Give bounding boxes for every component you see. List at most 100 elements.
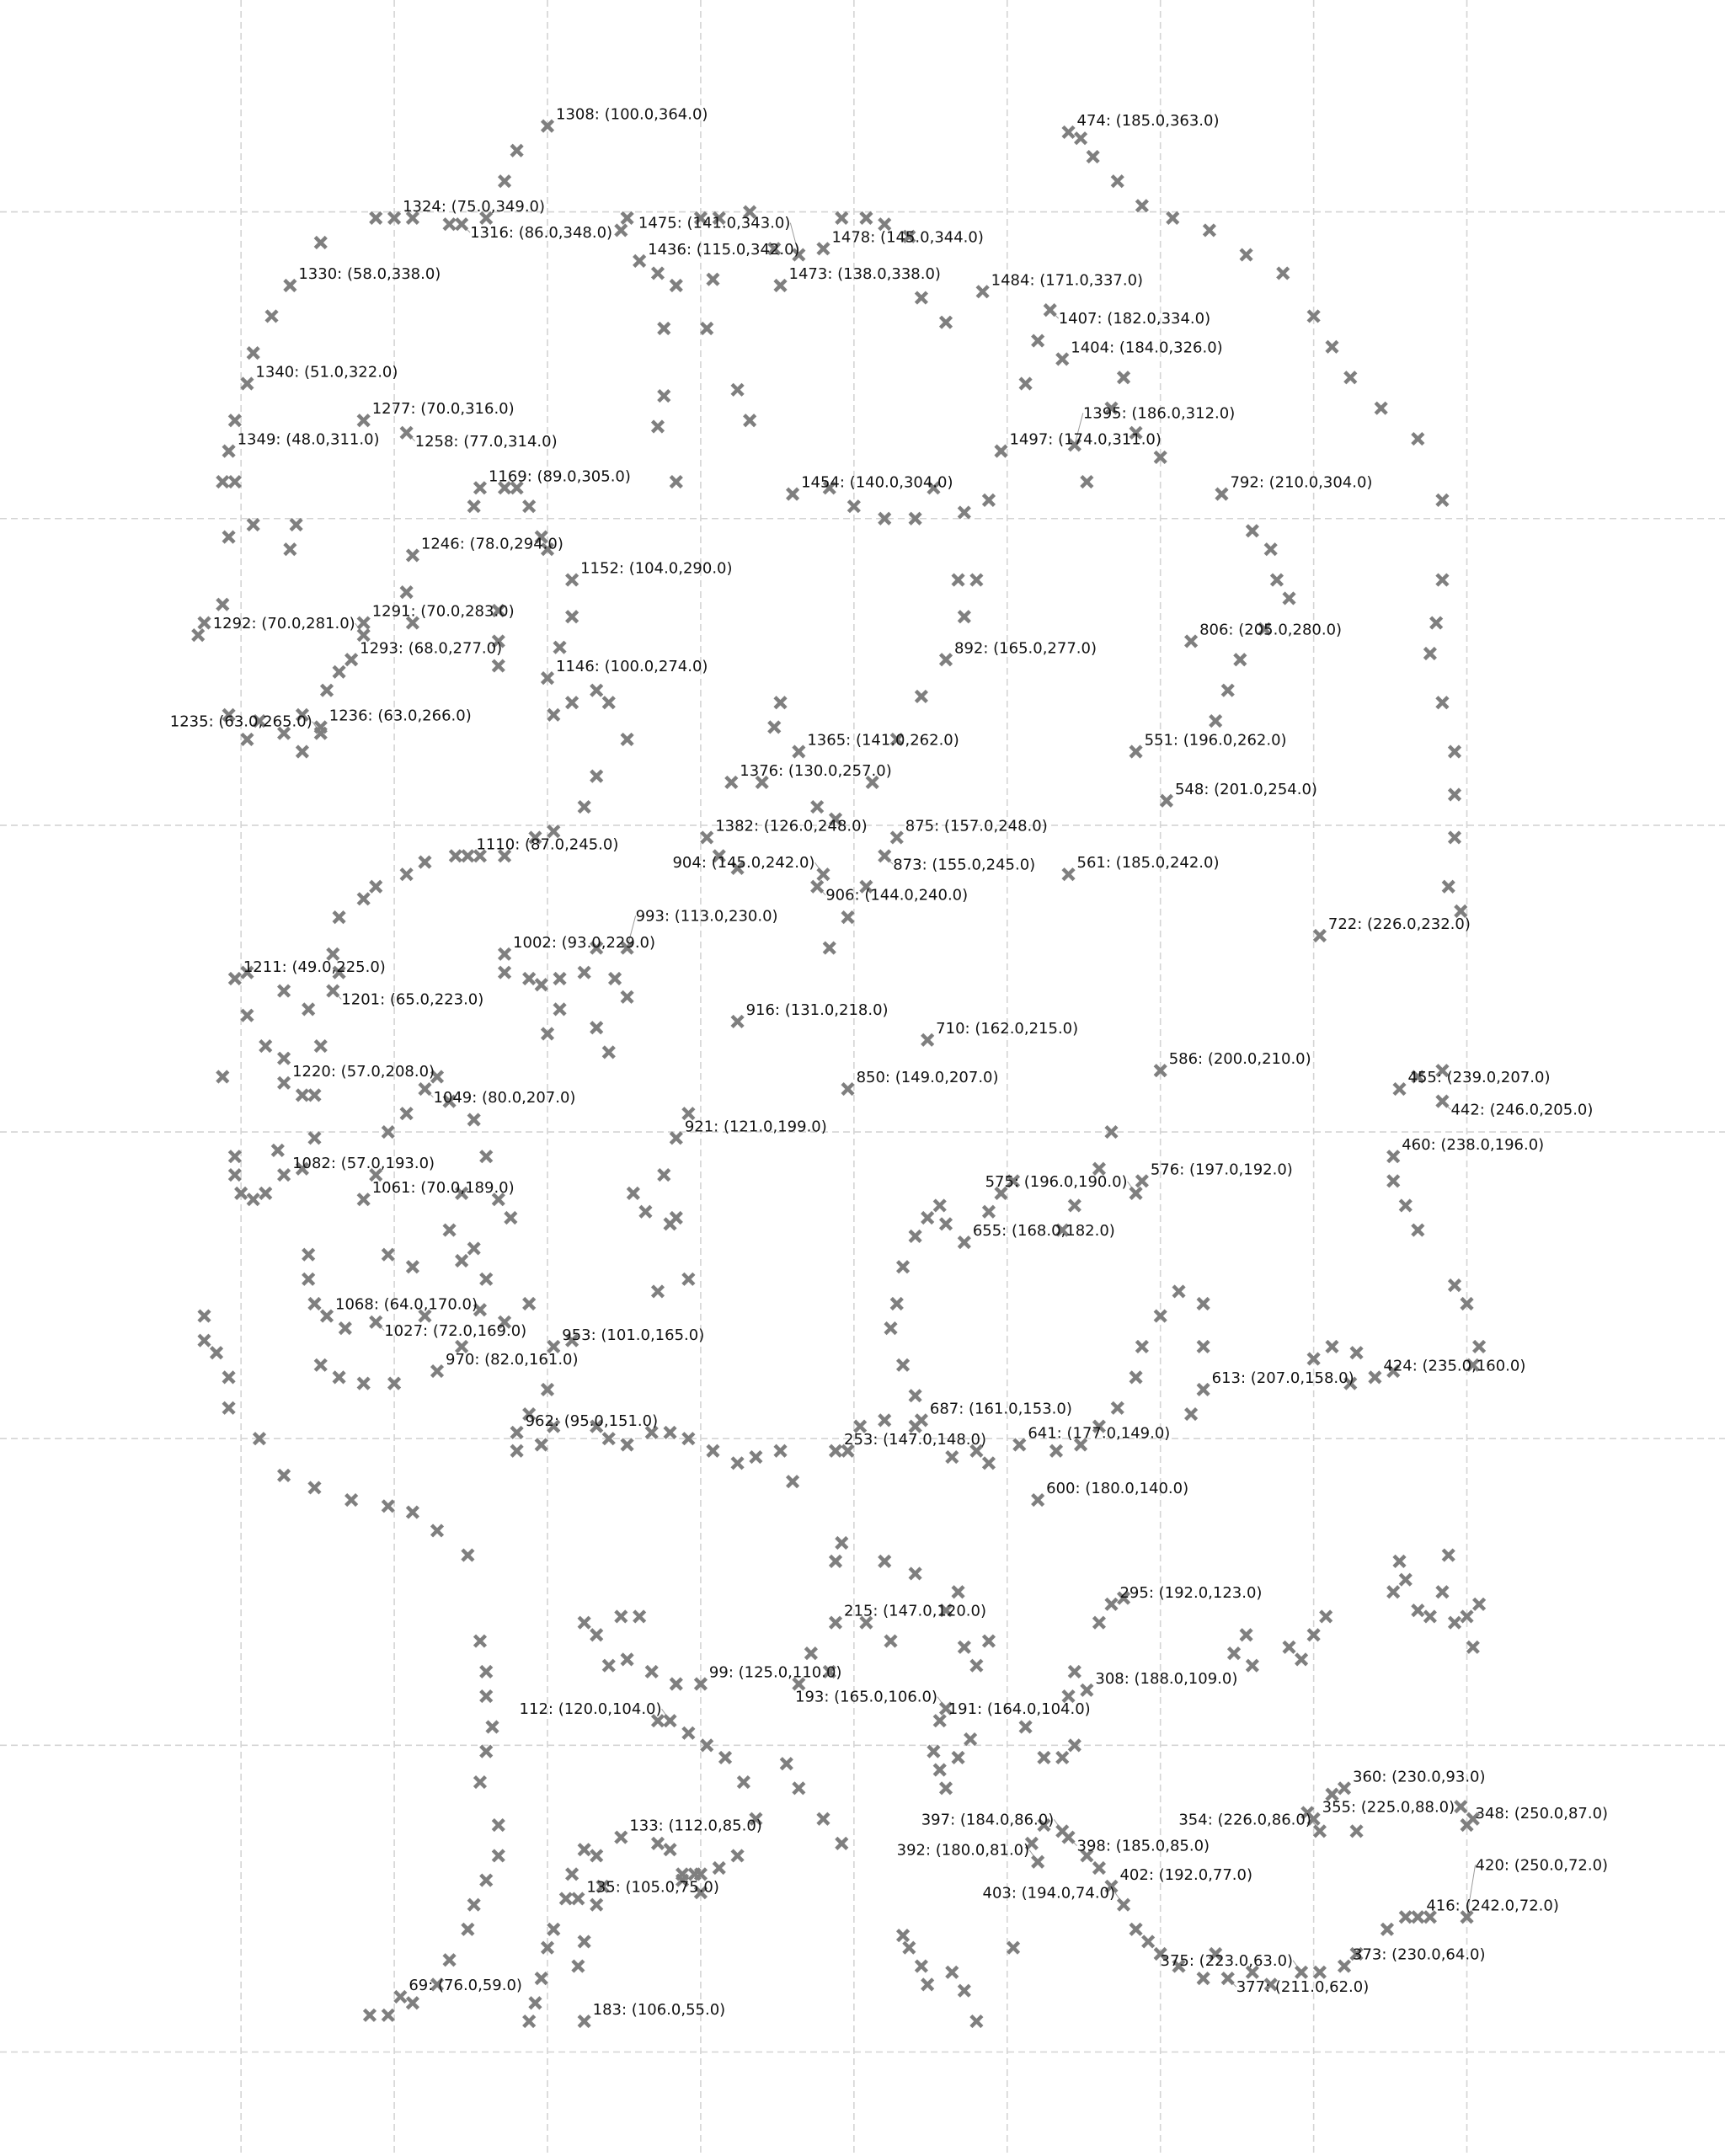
- data-point: [479, 1664, 494, 1679]
- labeled-data-point: [614, 1830, 628, 1844]
- data-point: [418, 855, 432, 869]
- labeled-data-point: [1153, 1064, 1167, 1078]
- data-point: [1135, 199, 1149, 213]
- data-point: [302, 1272, 316, 1286]
- point-label: 398: (185.0,85.0): [1077, 1838, 1210, 1855]
- point-label: 873: (155.0,245.0): [893, 856, 1035, 873]
- point-label: 687: (161.0,153.0): [930, 1400, 1072, 1417]
- data-point: [522, 2014, 537, 2029]
- data-point: [1092, 1615, 1107, 1630]
- data-point: [497, 965, 512, 979]
- labeled-data-point: [565, 573, 579, 587]
- point-label: 460: (238.0,196.0): [1402, 1136, 1544, 1154]
- point-label: 551: (196.0,262.0): [1145, 732, 1287, 750]
- data-point: [743, 205, 757, 219]
- point-label: 1376: (130.0,257.0): [740, 762, 891, 780]
- labeled-data-point: [1386, 1150, 1401, 1164]
- data-point: [957, 1640, 971, 1654]
- data-point: [712, 849, 726, 863]
- data-point: [1263, 1977, 1278, 1992]
- data-point: [491, 1849, 505, 1863]
- point-label: 586: (200.0,210.0): [1169, 1050, 1311, 1068]
- point-label: 215: (147.0,120.0): [844, 1603, 986, 1620]
- data-point: [276, 984, 291, 998]
- point-label: 355: (225.0,88.0): [1322, 1799, 1455, 1817]
- data-point: [1447, 787, 1462, 802]
- point-label: 575: (196.0,190.0): [985, 1173, 1128, 1191]
- point-label: 792: (210.0,304.0): [1230, 474, 1372, 492]
- data-point: [1006, 1940, 1021, 1955]
- data-point: [835, 211, 849, 225]
- data-point: [467, 499, 481, 514]
- data-point: [1349, 1346, 1364, 1360]
- data-point: [1018, 376, 1033, 391]
- data-point: [644, 1425, 659, 1440]
- data-point: [951, 1585, 965, 1599]
- data-point: [590, 683, 604, 697]
- data-point: [491, 603, 505, 618]
- labeled-data-point: [1312, 928, 1327, 943]
- labeled-data-point: [356, 628, 371, 643]
- data-point: [895, 1929, 911, 1943]
- data-point: [835, 1836, 849, 1850]
- data-point: [921, 1210, 935, 1225]
- data-point: [479, 1744, 494, 1758]
- data-point: [981, 1204, 996, 1219]
- point-label: 455: (239.0,207.0): [1408, 1069, 1551, 1086]
- data-point: [878, 1413, 892, 1428]
- data-point: [356, 892, 371, 906]
- labeled-data-point: [473, 481, 488, 495]
- data-point: [1074, 131, 1088, 146]
- point-label: 191: (164.0,104.0): [948, 1700, 1091, 1718]
- point-label: 1349: (48.0,311.0): [238, 431, 380, 449]
- labeled-data-point: [1159, 793, 1174, 808]
- data-point: [399, 867, 414, 882]
- label-leader-line: [789, 222, 799, 255]
- labeled-data-point: [994, 444, 1008, 458]
- data-point: [1294, 1652, 1309, 1667]
- data-point: [302, 1247, 316, 1262]
- point-label: 850: (149.0,207.0): [857, 1069, 999, 1086]
- labeled-data-point: [1135, 1174, 1149, 1188]
- data-point: [1423, 646, 1437, 661]
- data-point: [1202, 223, 1217, 237]
- labeled-data-point: [1116, 1897, 1131, 1912]
- data-point: [676, 1867, 690, 1881]
- data-point: [399, 585, 414, 600]
- data-point: [1398, 1910, 1413, 1924]
- data-point: [1067, 1198, 1081, 1213]
- labeled-data-point: [1294, 1965, 1309, 1979]
- data-point: [816, 1812, 830, 1826]
- data-point: [1398, 1572, 1413, 1587]
- data-point: [767, 242, 782, 256]
- data-point: [981, 1634, 996, 1648]
- labeled-data-point: [430, 1364, 445, 1379]
- data-point: [473, 849, 488, 863]
- data-point: [1472, 1339, 1487, 1354]
- data-point: [216, 1070, 230, 1084]
- point-label: 1340: (51.0,322.0): [255, 364, 398, 382]
- data-point: [1312, 1965, 1327, 1979]
- labeled-data-point: [393, 1989, 408, 2004]
- labeled-data-point: [810, 879, 825, 894]
- data-point: [657, 321, 671, 336]
- data-point: [540, 542, 555, 557]
- data-point: [969, 573, 984, 587]
- data-point: [1006, 1174, 1021, 1188]
- labeled-data-point: [663, 1714, 677, 1728]
- point-label: 548: (201.0,254.0): [1175, 781, 1317, 798]
- label-leader-line: [1466, 1865, 1477, 1918]
- data-point: [240, 965, 254, 979]
- data-point: [981, 493, 996, 507]
- point-label: 1404: (184.0,326.0): [1071, 339, 1222, 356]
- data-point: [773, 1444, 788, 1458]
- data-point: [951, 1750, 965, 1765]
- data-point: [633, 1609, 647, 1624]
- point-label: 348: (250.0,87.0): [1476, 1805, 1609, 1822]
- data-point: [595, 1879, 610, 1893]
- data-point: [601, 696, 616, 710]
- data-point: [755, 775, 769, 790]
- data-point: [981, 1456, 996, 1470]
- point-label: 722: (226.0,232.0): [1328, 915, 1471, 933]
- data-point: [1269, 573, 1284, 587]
